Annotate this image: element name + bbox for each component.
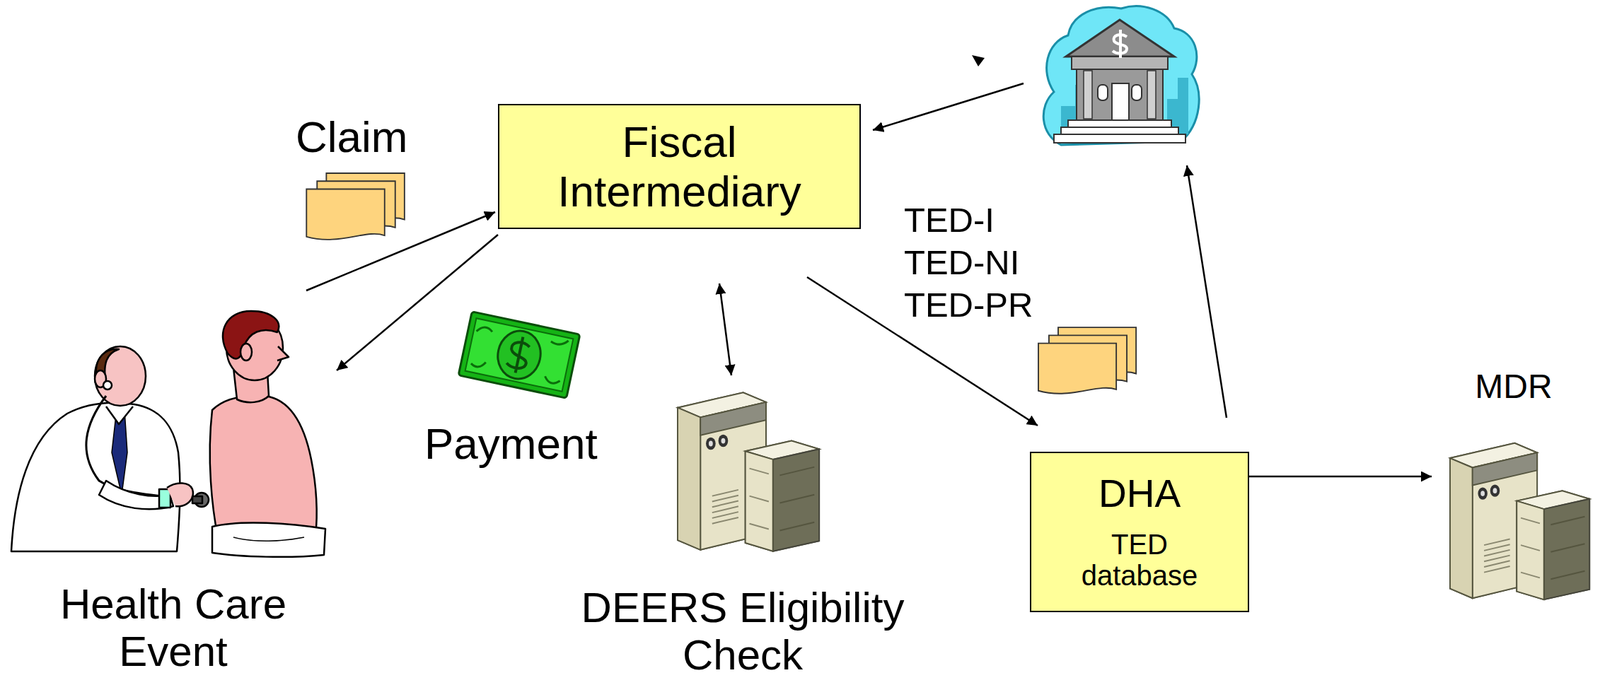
record-type-label: TED-NI [903,244,1020,283]
flow-line [1186,165,1227,419]
payment-bill-icon [458,311,581,399]
bank-icon [1043,6,1199,146]
node-title: DHA [1098,472,1181,517]
claim-documents-icon [306,173,405,240]
flow-arrow [336,234,498,371]
ted-documents-icon [1038,327,1136,394]
system-figure: MDR [1435,367,1592,609]
node-title: MDR [1474,367,1552,407]
mdr-server-icon [1450,443,1590,600]
node-subtitle: TED database [1061,529,1218,593]
node-title: Health Care Event [24,580,322,676]
deers-server-icon [677,392,820,552]
flow-arrow [719,283,732,376]
process-box: DHA TED database [1029,451,1250,613]
process-box: Fiscal Intermediary [497,103,861,230]
flow-arrow [807,277,1038,426]
stray-arrowhead [971,55,985,67]
node-title: DEERS Eligibility Check [551,584,934,680]
record-type-label: TED-I [903,201,995,240]
flow-arrow [306,212,496,291]
flow-line [872,83,1024,131]
system-figure: DEERS Eligibility Check [544,381,941,680]
system-figure: Health Care Event [7,282,340,676]
doctor-patient-illustration [11,311,326,558]
record-type-label: TED-PR [903,286,1033,325]
node-title: Fiscal Intermediary [499,117,860,216]
flow-arrow [1249,476,1432,479]
flow-label: Claim [295,113,408,162]
flow-label: Payment [424,420,598,469]
